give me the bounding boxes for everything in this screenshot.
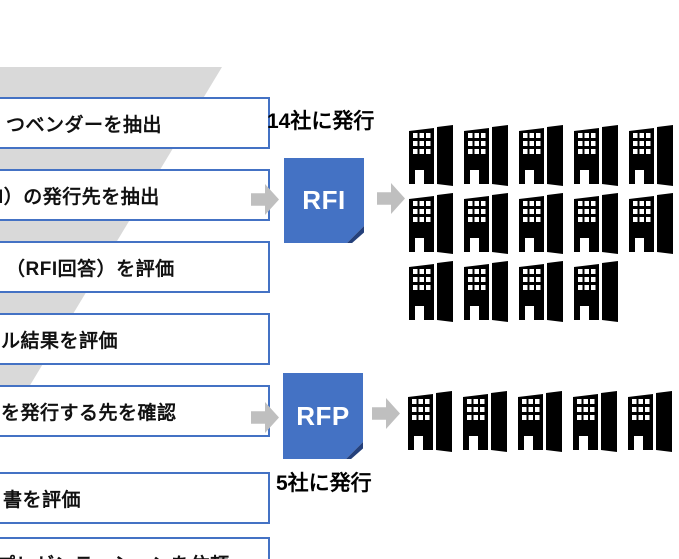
building-icon — [464, 193, 508, 254]
building-icon — [408, 391, 452, 452]
step-label-4: ル結果を評価 — [1, 330, 119, 352]
building-row — [408, 121, 674, 186]
building-icon — [464, 261, 508, 322]
building-row — [407, 387, 673, 452]
building-icon — [574, 193, 618, 254]
rfi-issue-count-label: 14社に発行 — [267, 110, 375, 133]
building-icon — [519, 125, 563, 186]
step-box-2: I）の発行先を抽出 — [0, 169, 270, 221]
building-icon — [464, 125, 508, 186]
building-icon — [519, 261, 563, 322]
rfp-document-icon: RFP — [283, 373, 363, 459]
building-icon — [518, 391, 562, 452]
rfp-issue-count-label: 5社に発行 — [276, 472, 372, 495]
building-icon — [628, 391, 672, 452]
rfi-document-icon: RFI — [284, 158, 364, 243]
building-icon — [409, 193, 453, 254]
step-box-1: つベンダーを抽出 — [0, 97, 270, 149]
building-icon — [409, 261, 453, 322]
building-icon — [574, 125, 618, 186]
step-label-3: （RFI回答）を評価 — [6, 258, 175, 280]
building-icon — [409, 125, 453, 186]
building-icon — [519, 193, 563, 254]
building-icon — [573, 391, 617, 452]
step-label-2: I）の発行先を抽出 — [0, 186, 160, 208]
step-box-3: （RFI回答）を評価 — [0, 241, 270, 293]
building-row — [408, 189, 674, 254]
step-label-1: つベンダーを抽出 — [6, 114, 163, 136]
step-box-5: を発行する先を確認 — [0, 385, 270, 437]
building-icon — [463, 391, 507, 452]
step-box-4: ル結果を評価 — [0, 313, 270, 365]
step-box-7: プレゼンテーションを依頼 — [0, 537, 270, 559]
rfp-document-label: RFP — [296, 400, 350, 431]
rfi-building-grid — [408, 121, 674, 322]
rfp-building-grid — [407, 387, 673, 452]
building-icon — [574, 261, 618, 322]
step-label-5: を発行する先を確認 — [1, 402, 177, 424]
building-icon — [629, 193, 673, 254]
step-label-6: 書を評価 — [3, 489, 82, 511]
step-label-7: プレゼンテーションを依頼 — [0, 550, 230, 559]
arrow-right-icon — [372, 398, 400, 429]
building-icon — [629, 125, 673, 186]
step-box-6: 書を評価 — [0, 472, 270, 524]
arrow-right-icon — [377, 183, 405, 214]
building-row — [408, 257, 674, 322]
rfi-document-label: RFI — [302, 185, 346, 215]
